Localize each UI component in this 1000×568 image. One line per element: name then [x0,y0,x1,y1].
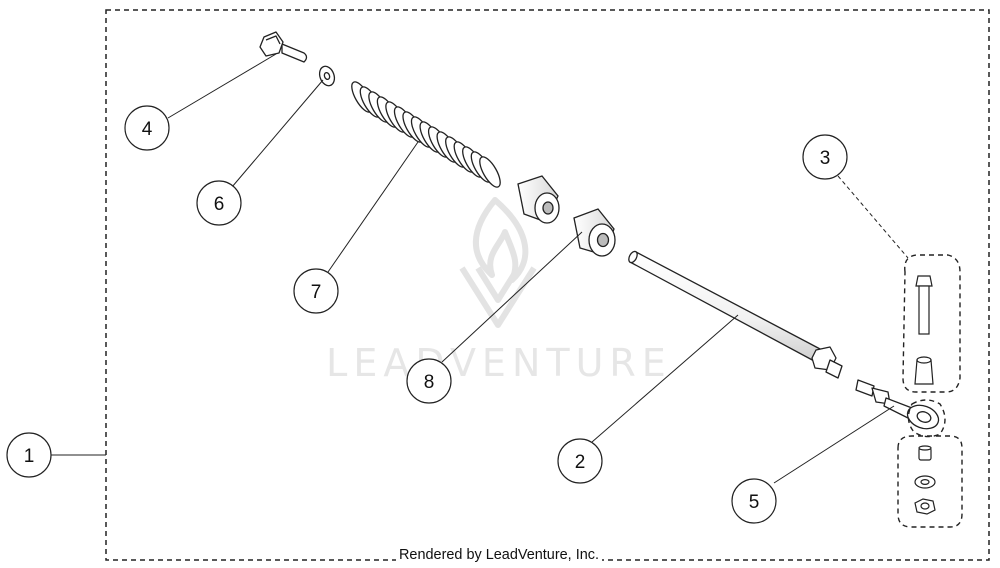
watermark: LEADVENTURE [326,197,672,385]
callout-8: 8 [406,358,452,404]
hardware-group-upper [902,254,961,393]
leader-line-5 [773,405,895,484]
callout-6-label: 6 [214,194,225,215]
callout-4-label: 4 [142,119,153,140]
callout-1-label: 1 [24,446,35,467]
callout-8-label: 8 [424,372,435,393]
part-washer [318,65,336,87]
callout-4: 4 [124,105,170,151]
watermark-text: LEADVENTURE [326,341,672,385]
callout-7-label: 7 [311,282,322,303]
part-hardware-bolt [915,275,933,335]
leader-lines [51,53,909,484]
part-bushing-upper [517,175,560,224]
part-bolt [259,31,308,63]
part-hardware-washer [914,475,936,489]
hardware-group-lower [897,435,963,528]
spring-coil [479,156,501,188]
callout-2-label: 2 [575,452,586,473]
footer-background [396,544,602,566]
callout-3-label: 3 [820,148,831,169]
leader-line-7 [327,141,419,273]
leader-line-8 [441,231,583,363]
leader-line-4 [167,53,277,119]
part-hardware-bushing [914,356,934,385]
part-rod-end [855,379,940,430]
flame-logo-icon [459,197,537,328]
callout-6: 6 [196,180,242,226]
part-hardware-spacer [918,445,932,461]
callout-1: 1 [6,432,52,478]
leader-line-6 [231,79,324,188]
assembly-boundary [105,9,990,561]
leader-line-2 [591,314,739,443]
part-hardware-nut [914,498,936,515]
callout-3: 3 [802,134,848,180]
callout-2: 2 [557,438,603,484]
callout-5-label: 5 [749,492,760,513]
part-spring [351,81,501,188]
part-bushing-lower [573,208,616,257]
hardware-group-eye [907,399,946,438]
leader-line-3 [837,175,909,259]
callout-5: 5 [731,478,777,524]
callout-7: 7 [293,268,339,314]
part-rod [628,250,843,379]
footer-credit: Rendered by LeadVenture, Inc. [399,546,599,563]
